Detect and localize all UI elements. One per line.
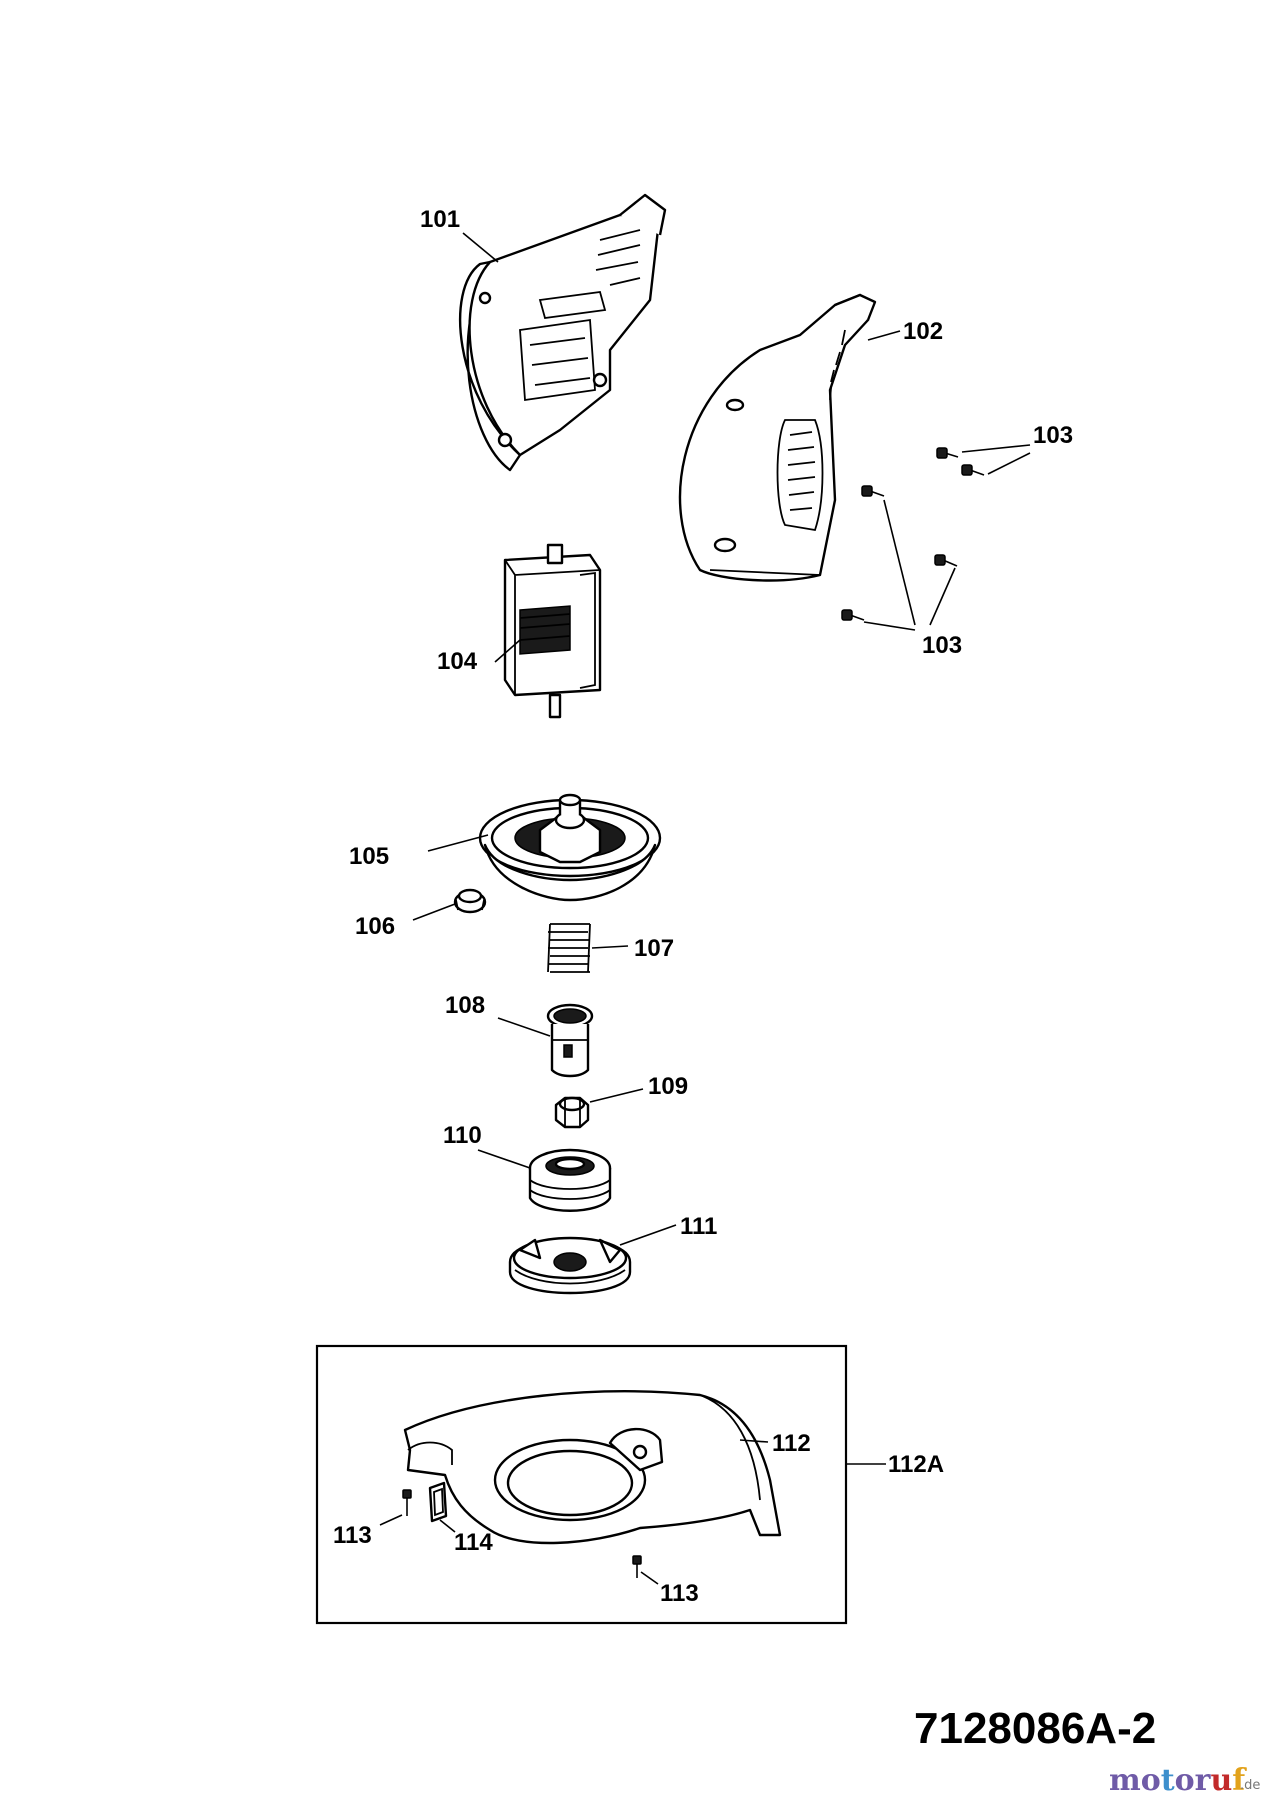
- label-105: 105: [349, 843, 389, 870]
- part-113-guard-screw-2: [632, 1555, 642, 1578]
- part-104-motor: [503, 543, 602, 719]
- screw-103-5: [841, 609, 865, 621]
- screw-103-1: [936, 447, 959, 459]
- logo-suffix: .de: [1240, 1778, 1260, 1793]
- part-109-nut: [554, 1096, 590, 1129]
- leader-lines: [379, 232, 901, 1585]
- part-114-line-cutter: [428, 1481, 448, 1523]
- part-101-housing-left: [458, 193, 667, 472]
- part-107-spring: [547, 923, 591, 973]
- label-113-right: 113: [660, 1580, 699, 1607]
- document-code: 7128086A-2: [914, 1704, 1156, 1753]
- screw-103-3: [861, 485, 885, 497]
- part-108-shaft: [546, 1003, 594, 1078]
- screw-103-4: [934, 554, 958, 567]
- part-113-guard-screw-1: [402, 1489, 412, 1516]
- logo-letter: f: [1232, 1763, 1247, 1798]
- label-106: 106: [355, 913, 395, 940]
- label-113-left: 113: [333, 1522, 372, 1549]
- svg-text:motoruf: motoruf: [1109, 1763, 1247, 1798]
- part-106-bushing: [453, 888, 487, 914]
- label-112: 112: [772, 1430, 811, 1457]
- part-105-spool-housing: [478, 793, 662, 902]
- logo-letter: m: [1109, 1763, 1141, 1798]
- label-109: 109: [648, 1073, 688, 1100]
- logo-letter: t: [1161, 1763, 1175, 1798]
- label-107: 107: [634, 935, 674, 962]
- motoruf-watermark-logo: motoruf .de: [1109, 1763, 1260, 1798]
- logo-letter: o: [1141, 1763, 1161, 1798]
- part-103-screws: [841, 444, 1031, 631]
- label-101: 101: [420, 206, 460, 233]
- logo-letter: r: [1195, 1763, 1212, 1798]
- callout-labels: 101 102 103 103 104 105 106 107 108 109 …: [333, 206, 1073, 1607]
- label-114: 114: [454, 1529, 493, 1556]
- label-102: 102: [903, 318, 943, 345]
- guard-assembly-box: [315, 1344, 848, 1625]
- label-104: 104: [437, 648, 478, 675]
- screw-103-2: [961, 464, 985, 476]
- logo-letter: o: [1175, 1763, 1195, 1798]
- label-110: 110: [443, 1122, 482, 1149]
- logo-letter: u: [1210, 1763, 1232, 1798]
- part-110-line-spool: [528, 1148, 612, 1212]
- part-111-spool-cap: [508, 1236, 632, 1295]
- label-111: 111: [680, 1213, 717, 1240]
- part-102-housing-right: [678, 293, 877, 582]
- label-103-top: 103: [1033, 422, 1073, 449]
- label-103-bottom: 103: [922, 632, 962, 659]
- part-112-guard: [403, 1390, 782, 1545]
- label-112a: 112A: [888, 1451, 944, 1478]
- label-108: 108: [445, 992, 485, 1019]
